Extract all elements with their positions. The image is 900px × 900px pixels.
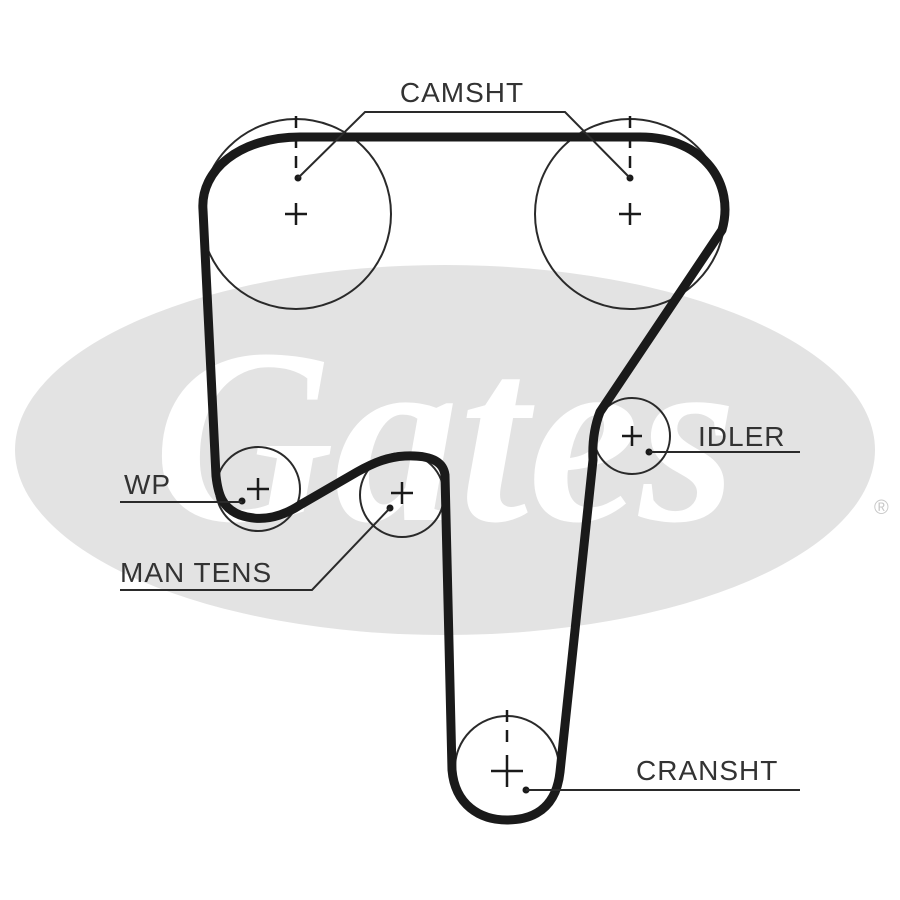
camshaft-right-center-icon [619,203,641,225]
tensioner-leader-line [120,507,391,591]
tensioner-center-icon [391,482,413,504]
crankshaft-label: CRANSHT [636,755,778,786]
timing-belt [198,132,730,825]
idler-center-icon [622,426,642,446]
water-pump-center-icon [247,478,269,500]
timing-marks [294,116,632,745]
water-pump-label: WP [124,469,171,500]
camshaft-leader-line [297,111,631,179]
center-marks [247,203,642,787]
crankshaft-center-icon [491,755,523,787]
idler-label: IDLER [698,421,785,452]
camshaft-left-center-icon [285,203,307,225]
camshaft-label: CAMSHT [400,77,524,108]
logo-ellipse [15,265,875,635]
leader-lines [120,111,800,791]
registered-mark: ® [874,497,889,519]
manual-tensioner-label: MAN TENS [120,557,272,588]
